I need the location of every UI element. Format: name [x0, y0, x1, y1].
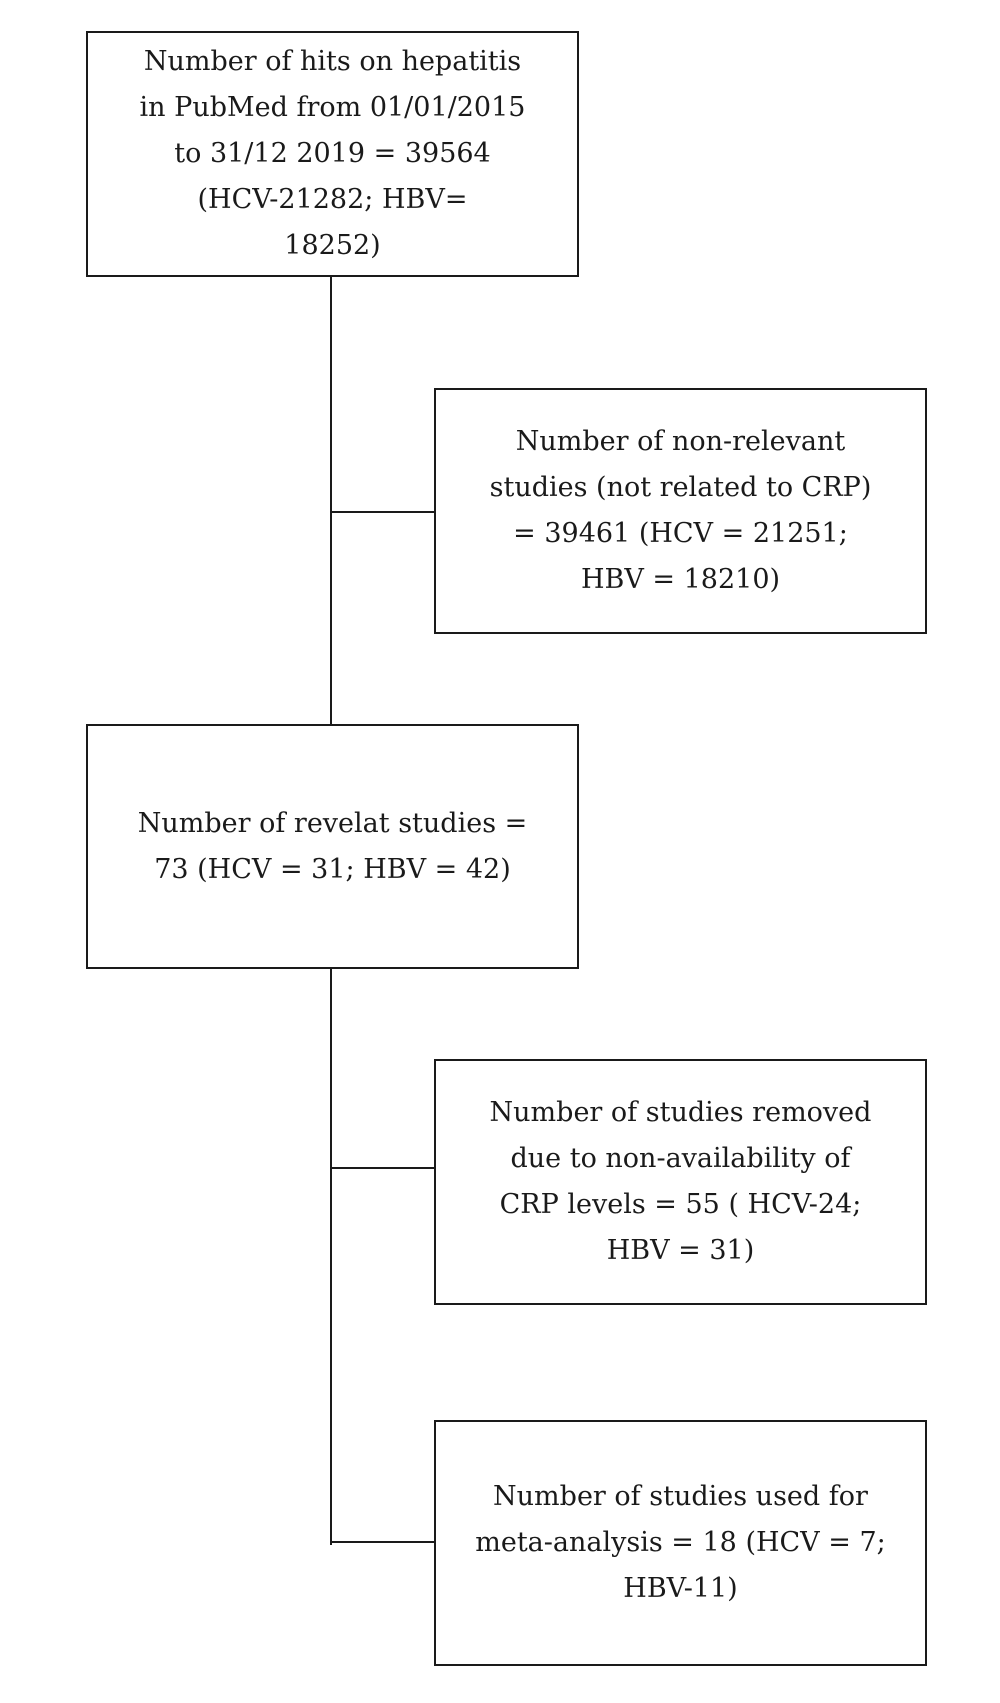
box-pubmed-hits-line: 18252) [284, 230, 381, 261]
box-relevant-line: Number of revelat studies = [137, 807, 528, 839]
box-relevant-studies: Number of revelat studies = 73 (HCV = 31… [86, 724, 579, 969]
box-non-relevant-line: HBV = 18210) [580, 564, 781, 595]
connector-to-meta-analysis [330, 1541, 436, 1543]
box-removed-line: due to non-availability of [510, 1143, 851, 1174]
box-meta-analysis-line: Number of studies used for [493, 1481, 868, 1512]
box-non-relevant-studies: Number of non-relevant studies (not rela… [434, 388, 927, 634]
connector-to-non-relevant [330, 511, 436, 513]
connector-to-removed [330, 1167, 436, 1169]
box-removed-line: CRP levels = 55 ( HCV-24; [499, 1189, 862, 1220]
box-pubmed-hits-line: in PubMed from 01/01/2015 [139, 92, 526, 123]
box-non-relevant-line: studies (not related to CRP) [489, 472, 872, 503]
box-non-relevant-line: Number of non-relevant [515, 426, 846, 457]
box-pubmed-hits-line: (HCV-21282; HBV= [197, 184, 468, 215]
box-relevant-line: 73 (HCV = 31; HBV = 42) [154, 853, 511, 885]
box-removed-line: Number of studies removed [489, 1097, 872, 1128]
box-non-relevant-line: = 39461 (HCV = 21251; [513, 518, 848, 549]
box-removed-line: HBV = 31) [606, 1235, 755, 1266]
box-pubmed-hits: Number of hits on hepatitis in PubMed fr… [86, 31, 579, 277]
connector-hits-to-relevant [330, 276, 332, 726]
box-meta-analysis-line: HBV-11) [623, 1573, 738, 1604]
box-meta-analysis-studies: Number of studies used for meta-analysis… [434, 1420, 927, 1666]
box-pubmed-hits-line: to 31/12 2019 = 39564 [174, 138, 491, 169]
box-pubmed-hits-line: Number of hits on hepatitis [143, 46, 522, 77]
box-studies-removed: Number of studies removed due to non-ava… [434, 1059, 927, 1305]
connector-relevant-to-end [330, 967, 332, 1545]
box-meta-analysis-line: meta-analysis = 18 (HCV = 7; [475, 1527, 886, 1558]
